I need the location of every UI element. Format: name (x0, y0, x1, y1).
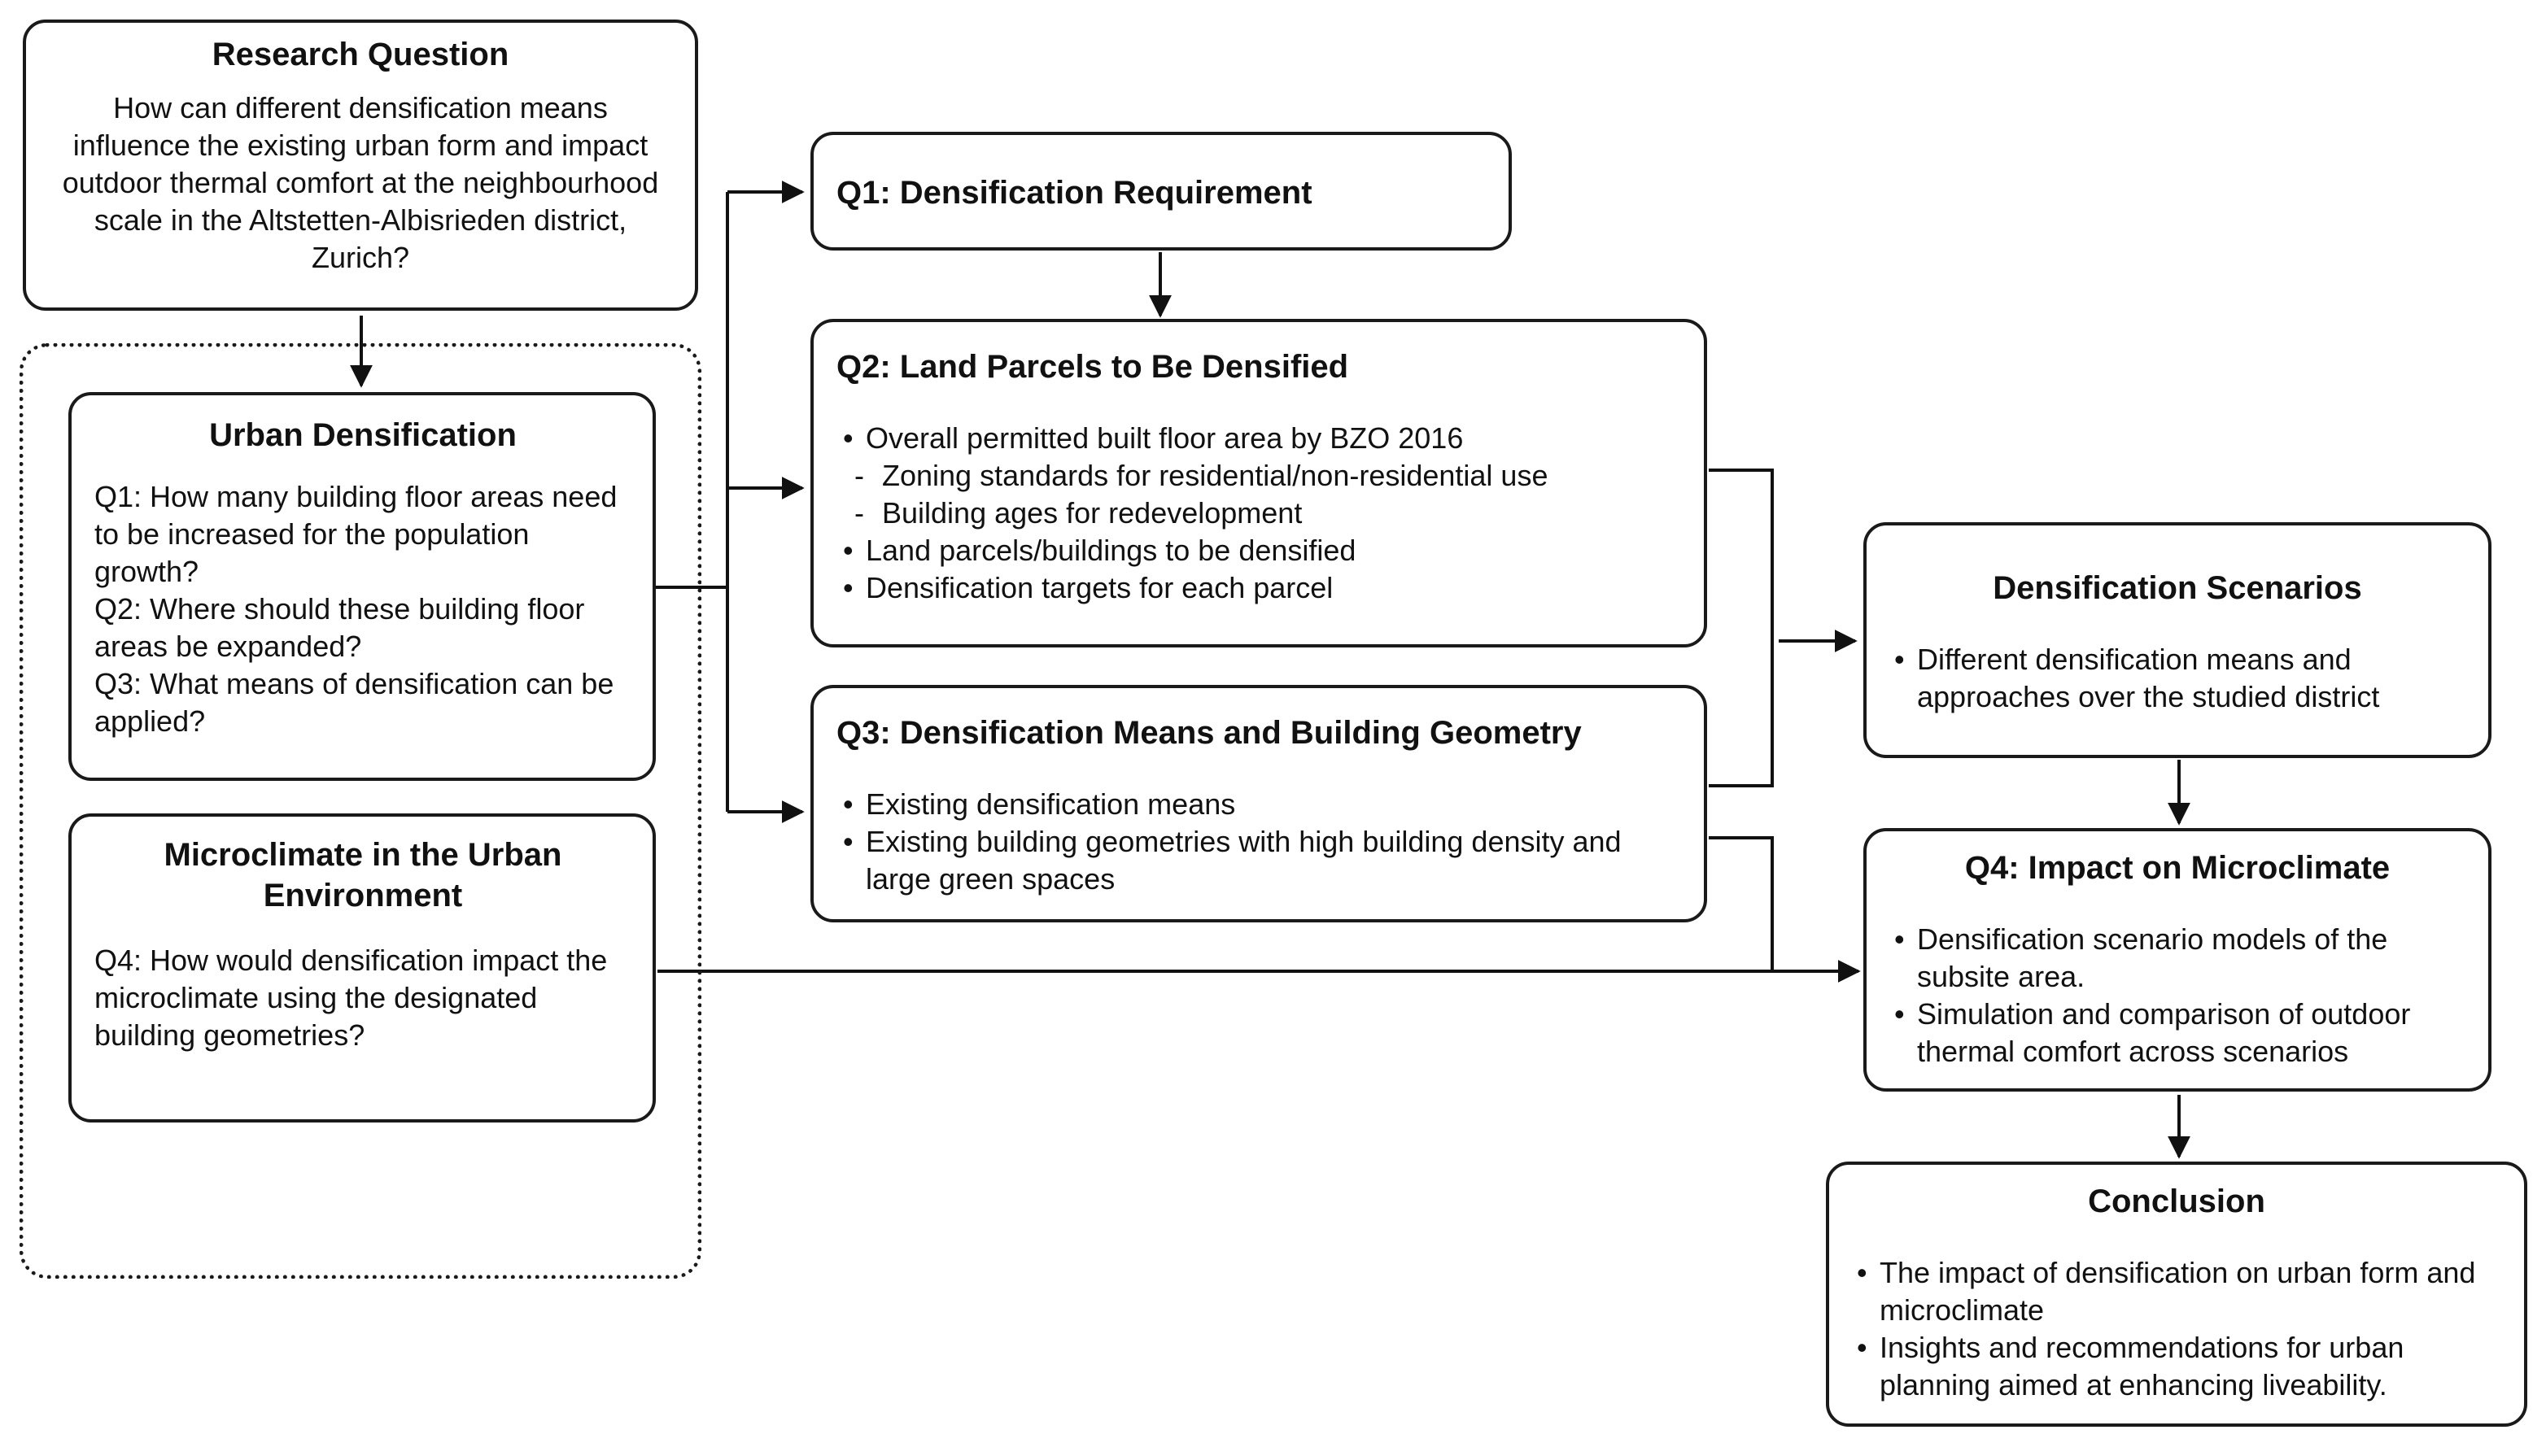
q1-box: Q1: Densification Requirement (810, 132, 1512, 251)
research-question-box: Research Question How can different dens… (23, 20, 698, 311)
research-question-text: How can different densification means in… (62, 91, 659, 274)
q2-subitem: Zoning standards for residential/non-res… (836, 457, 1681, 495)
q4-list: Densification scenario models of the sub… (1888, 921, 2467, 1070)
q4-item: Simulation and comparison of outdoor the… (1888, 996, 2467, 1070)
urban-densification-title: Urban Densification (209, 417, 517, 453)
microclimate-box: Microclimate in the Urban Environment Q4… (68, 813, 656, 1123)
q2-box: Q2: Land Parcels to Be Densified Overall… (810, 319, 1707, 647)
q2-title: Q2: Land Parcels to Be Densified (836, 349, 1349, 385)
scenarios-list: Different densification means and approa… (1888, 641, 2467, 716)
q4-title: Q4: Impact on Microclimate (1964, 850, 2391, 886)
q2-subitem: Building ages for redevelopment (836, 495, 1681, 532)
line-q3-to-q4 (1709, 836, 1774, 971)
literature-group-frame (20, 343, 701, 1279)
conclusion-item: The impact of densification on urban for… (1850, 1254, 2503, 1329)
urban-densification-q2: Q2: Where should these building floor ar… (94, 592, 585, 663)
microclimate-title: Microclimate in the Urban Environment (164, 837, 562, 913)
q3-list: Existing densification means Existing bu… (836, 786, 1681, 898)
scenarios-item: Different densification means and approa… (1888, 641, 2467, 716)
densification-scenarios-box: Densification Scenarios Different densif… (1863, 522, 2491, 758)
q3-title: Q3: Densification Means and Building Geo… (836, 715, 1582, 751)
q1-title: Q1: Densification Requirement (836, 175, 1312, 211)
q4-box: Q4: Impact on Microclimate Densification… (1863, 828, 2491, 1092)
microclimate-text: Q4: How would densification impact the m… (94, 944, 608, 1052)
urban-densification-q1: Q1: How many building floor areas need t… (94, 480, 618, 588)
line-q2-bracket (1709, 469, 1774, 787)
conclusion-box: Conclusion The impact of densification o… (1826, 1162, 2527, 1427)
research-question-title: Research Question (212, 37, 509, 72)
conclusion-item: Insights and recommendations for urban p… (1850, 1329, 2503, 1404)
q2-item: Land parcels/buildings to be densified (836, 532, 1681, 569)
urban-densification-box: Urban Densification Q1: How many buildin… (68, 392, 656, 781)
q2-list: Overall permitted built floor area by BZ… (836, 420, 1681, 607)
q2-item: Overall permitted built floor area by BZ… (836, 420, 1681, 457)
q4-item: Densification scenario models of the sub… (1888, 921, 2467, 996)
q2-item: Densification targets for each parcel (836, 569, 1681, 607)
q3-item: Existing building geometries with high b… (836, 823, 1681, 898)
conclusion-title: Conclusion (2088, 1184, 2265, 1219)
conclusion-list: The impact of densification on urban for… (1850, 1254, 2503, 1404)
q3-box: Q3: Densification Means and Building Geo… (810, 685, 1707, 922)
densification-scenarios-title: Densification Scenarios (1993, 570, 2362, 606)
q3-item: Existing densification means (836, 786, 1681, 823)
urban-densification-q3: Q3: What means of densification can be a… (94, 667, 614, 738)
